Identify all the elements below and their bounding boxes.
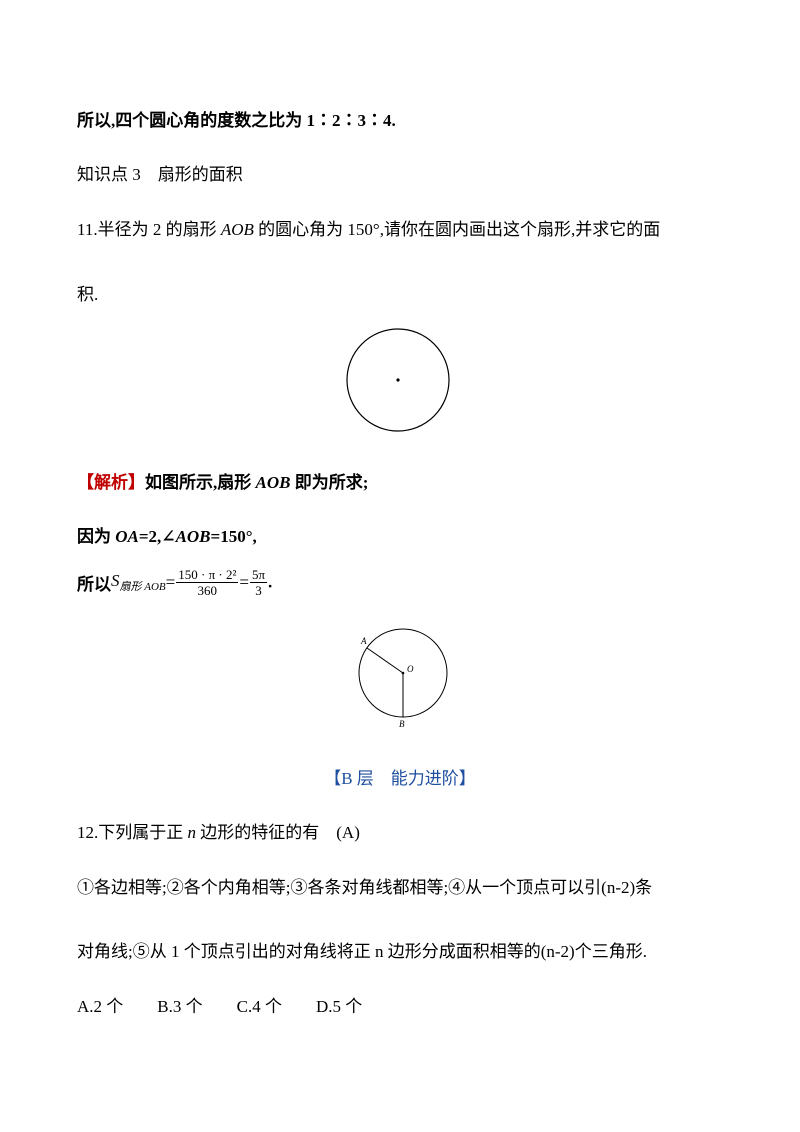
sector-figure: A O B xyxy=(358,628,448,729)
fraction-2-numerator: 5π xyxy=(249,567,268,583)
solution-line1-var: AOB xyxy=(255,473,291,492)
section-title: 知识点 3 扇形的面积 xyxy=(77,165,243,184)
equals-2: = xyxy=(239,572,249,592)
solution-line-2: 因为 OA=2,∠AOB=150°, xyxy=(77,522,257,547)
question-11: 11.半径为 2 的扇形 AOB 的圆心角为 150°,请你在圆内画出这个扇形,… xyxy=(77,215,660,240)
label-A: A xyxy=(360,636,367,646)
label-B: B xyxy=(399,719,405,729)
question-12-options: A.2 个 B.3 个 C.4 个 D.5 个 xyxy=(77,997,363,1016)
solution-line2-c: =150°, xyxy=(210,527,257,546)
radius-OA xyxy=(366,647,404,674)
label-O: O xyxy=(407,664,414,674)
solution-tag: 【解析】 xyxy=(77,473,145,492)
solution-line1-b: 即为所求; xyxy=(290,473,369,492)
equals-1: = xyxy=(165,572,176,592)
question-12: 12.下列属于正 n 边形的特征的有 (A) xyxy=(77,818,360,843)
level-heading: 【B 层 能力进阶】 xyxy=(324,769,476,788)
q11-prefix: 11.半径为 2 的扇形 xyxy=(77,220,221,239)
area-subscript: 扇形 AOB xyxy=(119,581,166,593)
solution-line2-var1: OA xyxy=(115,527,139,546)
question-12-statements-2: 对角线;⑤从 1 个顶点引出的对角线将正 n 边形分成面积相等的(n-2)个三角… xyxy=(77,942,647,961)
q11-rest: 的圆心角为 150°,请你在圆内画出这个扇形,并求它的面 xyxy=(253,220,661,239)
solution-end: . xyxy=(268,572,273,592)
solution-line2-b: =2,∠ xyxy=(138,527,176,546)
area-symbol: S xyxy=(111,571,120,590)
fraction-1-denominator: 360 xyxy=(197,583,218,598)
q12-stem-a: 12.下列属于正 xyxy=(77,823,188,842)
question-12-statements-1: ①各边相等;②各个内角相等;③各条对角线都相等;④从一个顶点可以引(n-2)条 xyxy=(77,878,653,897)
question-11-line2: 积. xyxy=(77,285,99,304)
solution-line3-a: 所以 xyxy=(77,575,111,594)
solution-line2-a: 因为 xyxy=(77,527,116,546)
solution-line-1: 【解析】如图所示,扇形 AOB 即为所求; xyxy=(77,468,368,493)
empty-circle-figure xyxy=(346,328,450,432)
conclusion-text: 所以,四个圆心角的度数之比为 1∶2∶3∶4. xyxy=(77,111,396,130)
solution-line1-a: 如图所示,扇形 xyxy=(145,473,256,492)
q11-var: AOB xyxy=(220,220,254,239)
solution-line2-var2: AOB xyxy=(175,527,211,546)
fraction-1-numerator: 150 · π · 2² xyxy=(176,567,239,583)
fraction-2-denominator: 3 xyxy=(255,583,262,598)
q12-stem-var: n xyxy=(187,823,197,842)
q12-stem-b: 边形的特征的有 (A) xyxy=(196,823,360,842)
